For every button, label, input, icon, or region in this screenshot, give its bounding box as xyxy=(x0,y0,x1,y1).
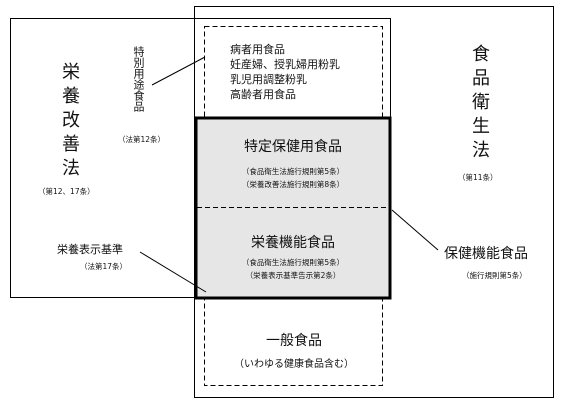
health-function-food-label: 保健機能食品 xyxy=(444,246,528,262)
special-use-item: 妊産婦、授乳婦用粉乳 xyxy=(230,58,340,71)
special-use-food-items: 病者用食品 妊産婦、授乳婦用粉乳 乳児用調整粉乳 高齢者用食品 xyxy=(230,42,340,102)
health-function-food-article: （施行規則第5条） xyxy=(462,271,527,280)
right-law-articles: （第11条） xyxy=(458,173,498,182)
nutrient-function-notes: （食品衛生法施行規則第5条） （栄養表示基準告示第2条） xyxy=(197,256,389,282)
nutrient-function-note: （食品衛生法施行規則第5条） xyxy=(241,258,345,267)
nutrient-function-title: 栄養機能食品 xyxy=(251,235,335,251)
left-law-articles: （第12、17条） xyxy=(38,187,95,196)
special-use-leader xyxy=(151,56,206,86)
right-law-title: 食品衛生法 xyxy=(469,44,490,164)
special-use-item: 乳児用調整粉乳 xyxy=(230,73,307,86)
nutrition-labeling-label: 栄養表示基準 xyxy=(57,243,123,256)
foshu-notes: （食品衛生法施行規則第5条） （栄養改善法施行規則第8条） xyxy=(197,165,389,191)
dashed-column xyxy=(204,26,383,386)
nutrition-labeling-leader xyxy=(139,251,207,293)
general-food-note: （いわゆる健康食品含む） xyxy=(234,359,354,370)
special-use-food-label: 特別用途食品 xyxy=(132,46,145,112)
special-use-food-article: （法第12条） xyxy=(118,135,166,144)
foshu-note: （食品衛生法施行規則第5条） xyxy=(241,167,345,176)
foshu-title: 特定保健用食品 xyxy=(244,139,342,155)
health-function-leader xyxy=(391,209,439,251)
general-food-title: 一般食品 xyxy=(266,333,322,349)
nutrient-function-note: （栄養表示基準告示第2条） xyxy=(245,271,341,280)
left-law-title: 栄養改善法 xyxy=(59,62,80,182)
nutrition-labeling-article: （法第17条） xyxy=(80,262,128,271)
special-use-item: 病者用食品 xyxy=(230,43,285,56)
special-use-item: 高齢者用食品 xyxy=(230,88,296,101)
foshu-note: （栄養改善法施行規則第8条） xyxy=(241,180,345,189)
